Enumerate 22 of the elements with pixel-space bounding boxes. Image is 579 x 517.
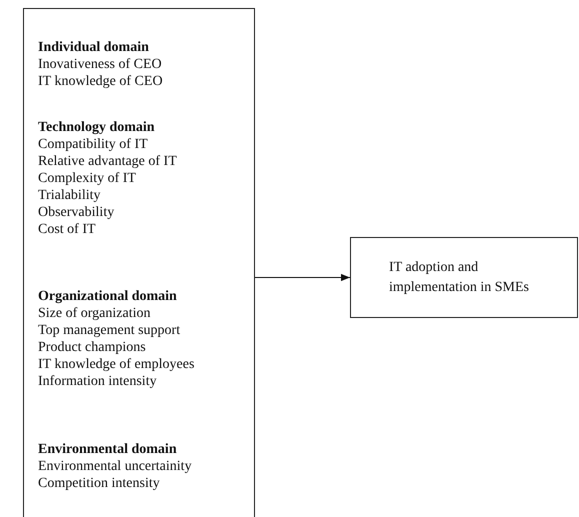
domain-heading: Environmental domain [38,441,178,458]
domain-panel [23,8,255,517]
domain-heading: Organizational domain [38,288,178,305]
factor-text: Cost of IT [38,221,97,238]
arrow [254,274,350,282]
factor-text: IT knowledge of employees [38,356,196,373]
factor-text: Competition intensity [38,475,161,492]
factor-text: Compatibility of IT [38,136,149,153]
factor-text: Top management support [38,322,182,339]
factor-text: Observability [38,204,116,221]
factor-text: Inovativeness of CEO [38,56,163,73]
factor-text: IT knowledge of CEO [38,73,164,90]
factor-text: Product champions [38,339,147,356]
factor-text: Information intensity [38,373,158,390]
factor-text: Size of organization [38,305,152,322]
domain-heading: Technology domain [38,119,156,136]
factor-text: Complexity of IT [38,170,137,187]
factor-text: Relative advantage of IT [38,153,178,170]
domain-heading: Individual domain [38,39,150,56]
outcome-box: IT adoption and implementation in SMEs [350,237,578,318]
factor-text: Environmental uncertainity [38,458,193,475]
factor-text: Trialability [38,187,102,204]
